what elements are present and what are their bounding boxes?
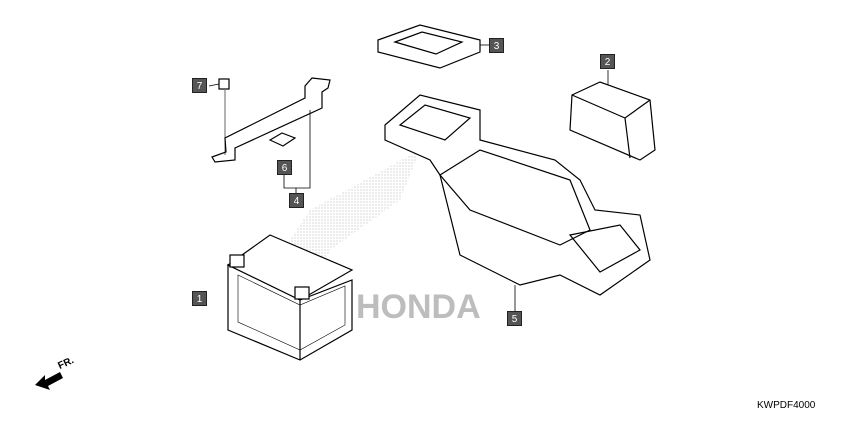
callout-1[interactable]: 1 [192, 291, 207, 306]
box-cover [377, 24, 490, 69]
battery [226, 234, 354, 361]
callout-6[interactable]: 6 [277, 160, 292, 175]
callout-5[interactable]: 5 [507, 311, 522, 326]
callout-2[interactable]: 2 [600, 54, 615, 69]
battery-band [208, 77, 331, 195]
terminal-cover [569, 70, 656, 161]
callout-3[interactable]: 3 [489, 38, 504, 53]
callout-7[interactable]: 7 [192, 78, 207, 93]
callout-4[interactable]: 4 [289, 193, 304, 208]
battery-box [384, 94, 651, 312]
honda-watermark: HONDA [356, 288, 481, 326]
diagram-code: KWPDF4000 [757, 400, 816, 411]
front-direction-arrow [35, 372, 63, 390]
